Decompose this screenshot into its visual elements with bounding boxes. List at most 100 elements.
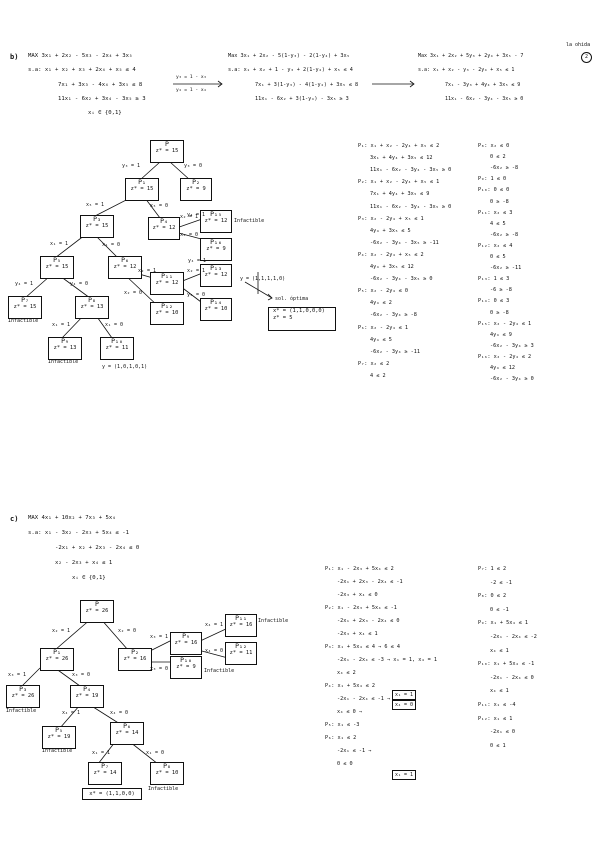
c-p1-line: s.a: x₁ - 3x₂ - 2x₃ + 5x₄ ≤ -1 — [28, 530, 130, 536]
node-z: z* = 15 — [85, 223, 109, 229]
infeasible-label: Infactible — [6, 708, 37, 714]
edge-label: x₃ = 1 — [150, 634, 169, 640]
edge-label: x₁ = 1 — [52, 322, 71, 328]
node-name: P₁₁ — [161, 272, 173, 280]
edge-label: x₂ = 0 — [180, 232, 199, 238]
calc-line: P₁₃: 1 ≤ 3 — [478, 276, 510, 283]
node-name: P₆ — [121, 256, 129, 264]
node-name: P₂ — [192, 178, 200, 186]
node-z: z* = 12 — [204, 218, 228, 224]
node-z: z* = 15 — [155, 148, 179, 154]
edge-label: x₅ = 1 — [86, 202, 105, 208]
calc-line: -2x₃ + x₄ ≤ 0 — [337, 592, 378, 598]
node-z: z* = 12 — [155, 280, 179, 286]
node-z: z* = 10 — [204, 306, 228, 312]
edge-label: x₁ = 1 — [50, 241, 69, 247]
infeasible-label: Infactible — [204, 668, 235, 674]
optimal-x: x* = (1,1,0,0) — [89, 791, 135, 797]
calc-line: x₄ ≤ 2 — [337, 670, 356, 676]
infeasible-label: Infactible — [258, 618, 289, 624]
calc-line: -2x₁ - 2x₄ ≤ -2 — [490, 634, 537, 640]
node-name: P₁ — [53, 648, 61, 656]
b-p2-line: 11x₁ - 6x₂ + 3(1-y₄) - 3x₅ ≥ 3 — [255, 96, 349, 102]
b-p3-line: 11x₁ - 6x₂ - 3y₄ - 3x₅ ≥ 0 — [445, 96, 524, 102]
edge-label: y₄ = 0 — [187, 292, 206, 298]
edge-label: y₄ = 0 — [70, 281, 89, 287]
calc-line: -6x₂ - 3y₄ - 3x₅ ≥ -11 — [370, 239, 439, 246]
calc-line: 0 ≥ -8 — [490, 198, 509, 205]
boxed-value: x₁ = 1 — [392, 690, 416, 700]
calc-line: -2x₁ - 2x₄ ≤ -3 → x₁ = 1, x₄ = 1 — [337, 657, 437, 663]
node-z: z* = 15 — [130, 186, 154, 192]
edge-label: x₂ = 0 — [118, 628, 137, 634]
edge-label: x₁ = 0 — [146, 750, 165, 756]
edge-label: x₅ = 0 — [150, 203, 169, 209]
node-z: z* = 16 — [229, 622, 253, 628]
node-name: P₇ — [21, 296, 29, 304]
calc-line: P₁: x₁ + x₂ - 2y₄ + x₅ ≤ 2 — [358, 143, 440, 149]
calc-line: -2x₁ ≤ -1 → — [337, 748, 372, 754]
c-p1-line: xᵢ ∈ {0,1} — [72, 575, 106, 581]
node-name: P₆ — [123, 722, 131, 730]
calc-line: 7x₁ + 4y₄ + 3x₅ ≤ 9 — [370, 191, 430, 198]
node-name: P₁₅ — [210, 210, 222, 218]
calc-line: P₃: x₂ - 2y₄ + x₅ ≤ 1 — [358, 215, 424, 222]
calc-line: -6x₂ ≥ -11 — [490, 265, 522, 272]
node-z: z* = 10 — [155, 310, 179, 316]
calc-line: P₈: 0 ≤ 2 — [478, 593, 507, 600]
calc-line: P₇: x₂ ≤ 2 — [358, 360, 390, 367]
edge-label: x₁ = 0 — [105, 322, 124, 328]
node-name: P₂ — [131, 648, 139, 656]
calc-line: P₇: 1 ≤ 2 — [478, 566, 507, 572]
edge-label: x₄ = 1 — [62, 710, 81, 716]
optimal-z: z* = 5 — [273, 315, 293, 321]
node-z: z* = 16 — [123, 656, 147, 662]
node-name: P₄ — [160, 217, 168, 225]
section-c-label: c) — [10, 515, 19, 523]
calc-line: x₄ ≤ 0 → — [337, 709, 362, 715]
calc-line: 3x₁ + 4y₄ + 3x₅ ≤ 12 — [370, 155, 433, 162]
edge-label: x₃ = 0 — [72, 672, 91, 678]
node-z: z* = 15 — [45, 264, 69, 270]
node-name: P₁₀ — [111, 337, 123, 345]
edge-label: x₁ = 0 — [102, 242, 121, 248]
node-z: z* = 9 — [206, 246, 226, 252]
calc-line: -6x₂ - 3y₄ ≥ -8 — [370, 312, 417, 319]
node-name: P — [165, 140, 169, 148]
node-name: P — [95, 600, 99, 608]
calc-line: P₃: x₁ + 5x₄ ≤ 4 → 6 ≤ 4 — [325, 644, 400, 650]
optimal-solution-box: x* = (1,1,0,0,0) z* = 5 — [268, 307, 336, 331]
b-p2-line: Max 3x₁ + 2x₂ - 5(1-y₃) - 2(1-y₄) + 3x₅ — [228, 53, 350, 59]
calc-line: 4y₄ ≤ 9 — [490, 331, 512, 338]
node-name: P₈ — [88, 296, 96, 304]
optimal-x: x* = (1,1,0,0,0) — [273, 308, 325, 314]
node-name: P₇ — [101, 762, 109, 770]
b-p3-line: s.a: x₁ + x₂ - y₃ - 2y₄ + x₅ ≤ 1 — [418, 67, 515, 73]
calc-line: P₁₄: 0 ≤ 3 — [478, 298, 510, 305]
node-z: z* = 9 — [176, 664, 196, 670]
calc-line: 4y₄ ≤ 5 — [370, 336, 392, 343]
calc-line: P₈: x₂ ≤ 0 — [478, 143, 510, 149]
edge-label: x₂ = 1 — [52, 628, 71, 634]
calc-line: 0 ≤ 0 — [337, 761, 353, 767]
node-name: P₉ — [61, 337, 69, 345]
calc-line: 4 ≤ 5 — [490, 220, 506, 227]
node-name: P₁₄ — [210, 298, 222, 306]
node-z: z* = 14 — [115, 730, 139, 736]
calc-line: P₄: x₂ - 2y₄ + x₅ ≤ 2 — [358, 251, 424, 258]
b-p1-line: 11x₁ - 6x₂ + 3x₄ - 3x₅ ≥ 3 — [58, 96, 146, 102]
corner-number: 2 — [581, 52, 592, 63]
calc-line: -2x₁ - 2x₄ ≤ 0 — [490, 674, 534, 681]
